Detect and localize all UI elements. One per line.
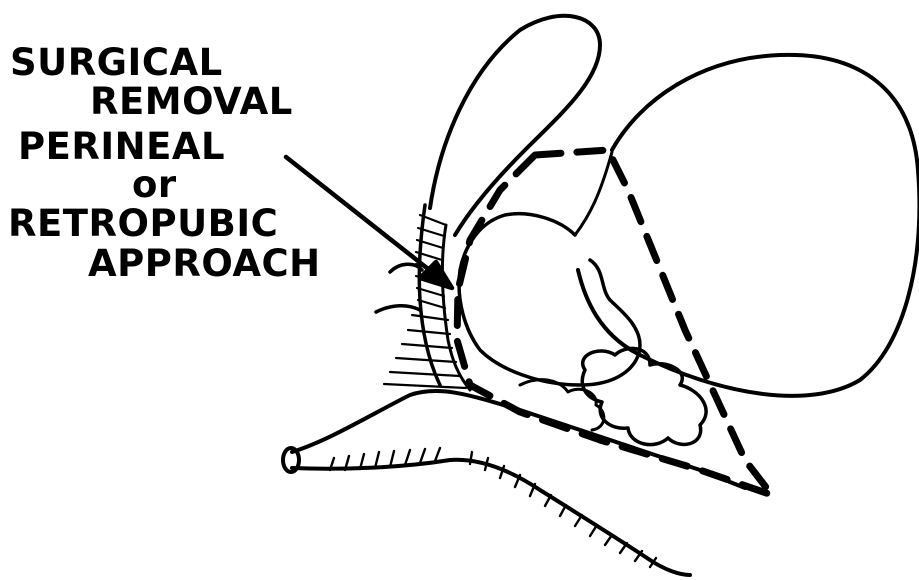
label-line-surgical: SURGICAL <box>10 44 223 81</box>
label-line-approach: APPROACH <box>88 245 321 282</box>
label-line-removal: REMOVAL <box>90 83 293 120</box>
label-line-or: or <box>132 166 177 203</box>
label-line-retropubic: RETROPUBIC <box>8 205 278 242</box>
label-line-perineal: PERINEAL <box>18 128 225 165</box>
